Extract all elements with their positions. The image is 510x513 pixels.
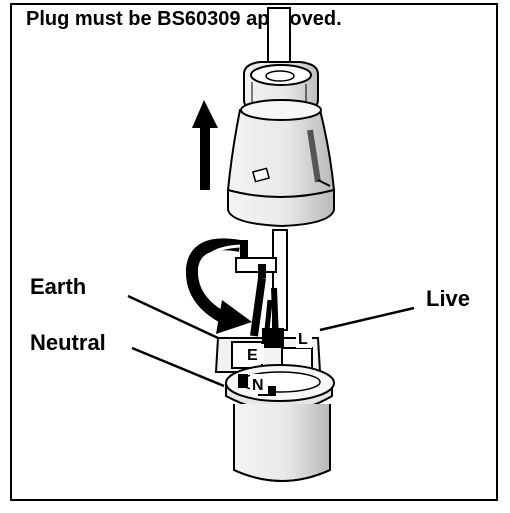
live-leader-line	[319, 306, 415, 332]
neutral-label: Neutral	[30, 330, 106, 355]
cable-clamp	[235, 240, 277, 278]
live-pin-letter: L	[298, 331, 308, 348]
earth-label: Earth	[30, 274, 87, 299]
diagram-title: Plug must be BS60309 approved.	[26, 8, 342, 30]
live-label: Live	[426, 286, 471, 311]
leader-lines	[127, 294, 415, 388]
earth-leader-line	[127, 294, 219, 340]
gland-nut	[243, 61, 319, 113]
plug-base	[225, 364, 335, 482]
plug-cover	[227, 99, 335, 228]
curved-rotate-arrow-icon	[185, 238, 252, 334]
neutral-pin-letter: N	[252, 377, 264, 394]
earth-pin-letter: E	[247, 347, 258, 364]
up-arrow-icon	[192, 100, 218, 190]
neutral-leader-line	[131, 346, 225, 388]
